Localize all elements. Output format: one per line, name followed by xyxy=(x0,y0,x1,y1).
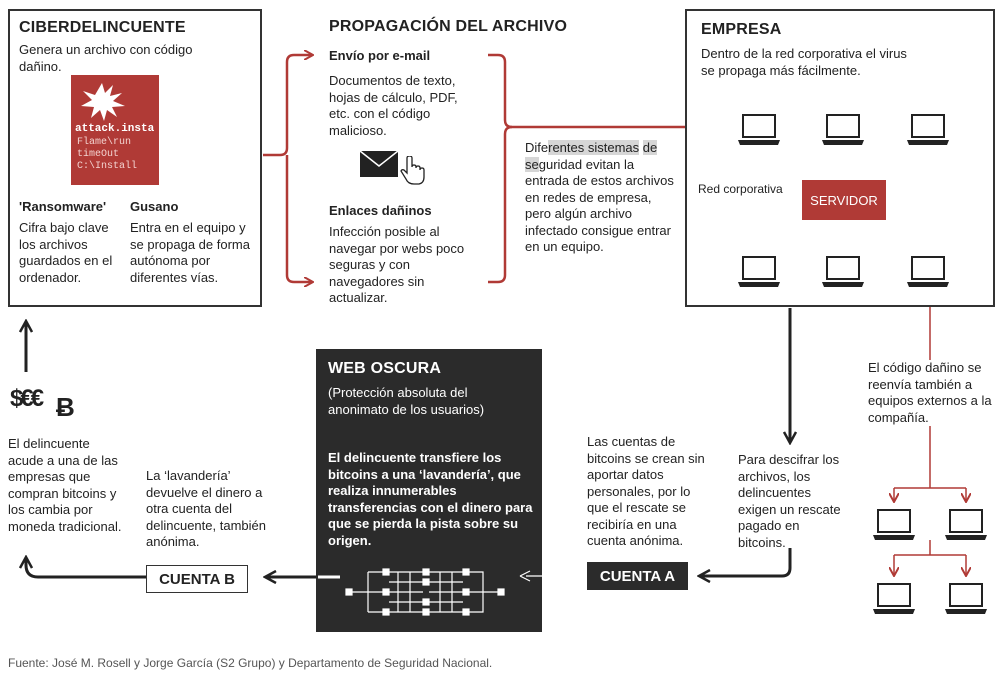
malware-line-4: C:\Install xyxy=(77,161,138,172)
laptop-icon xyxy=(907,256,949,287)
external-laptop-icon xyxy=(945,583,987,614)
malware-file-icon: attack.insta Flame\run timeOut C:\Instal… xyxy=(71,75,159,185)
lavanderia-note: La ‘lavandería’ devuelve el dinero a otr… xyxy=(146,468,266,549)
laptop-icon xyxy=(738,114,780,145)
external-laptop-icon xyxy=(873,583,915,614)
cuenta-a-badge: CUENTA A xyxy=(587,562,688,590)
laptop-icon xyxy=(822,256,864,287)
gusano-title: Gusano xyxy=(130,199,179,214)
external-note: El código dañino se reenvía también a eq… xyxy=(868,360,998,426)
cuenta-b-badge: CUENTA B xyxy=(146,565,248,593)
bitcoin-icon: Ƀ xyxy=(56,392,75,422)
laptop-icon xyxy=(907,114,949,145)
email-desc: Documentos de texto, hojas de cálculo, P… xyxy=(329,73,458,138)
laptop-icon xyxy=(822,114,864,145)
currency-icon: $€€ xyxy=(10,382,44,414)
ciberdelincuente-box: CIBERDELINCUENTE Genera un archivo con c… xyxy=(8,9,262,307)
security-text-b: guridad evitan la entrada de estos archi… xyxy=(525,156,674,255)
malware-line-1: attack.insta xyxy=(75,123,155,135)
web-oscura-title: WEB OSCURA xyxy=(328,360,442,377)
web-oscura-subtitle: (Protección absoluta del anonimato de lo… xyxy=(328,385,485,417)
exchange-note: El delincuente acude a una de las empres… xyxy=(8,436,122,534)
email-title: Envío por e-mail xyxy=(329,48,431,63)
external-laptop-icon xyxy=(945,509,987,540)
propagation-bracket-left xyxy=(263,55,312,282)
ransomware-desc: Cifra bajo clave los archivos guardados … xyxy=(19,220,113,285)
empresa-desc: Dentro de la red corporativa el virus se… xyxy=(701,46,907,78)
empresa-title: EMPRESA xyxy=(701,21,782,38)
security-text-hl-1: rentes sistemas xyxy=(548,140,640,155)
gusano-desc: Entra en el equipo y se propaga de forma… xyxy=(130,220,250,285)
external-laptop-icon xyxy=(873,509,915,540)
propagacion-title: PROPAGACIÓN DEL ARCHIVO xyxy=(329,18,568,35)
malware-line-2: Flame\run xyxy=(77,137,132,148)
dollar-euro-icon: $€€ xyxy=(10,385,44,412)
source-footer: Fuente: José M. Rosell y Jorge García (S… xyxy=(8,656,493,670)
security-note: Diferentes sistemas de seguridad evitan … xyxy=(525,140,675,256)
web-oscura-box: WEB OSCURA (Protección absoluta del anon… xyxy=(316,349,542,632)
splat-icon xyxy=(81,83,125,121)
laptop-icon xyxy=(738,256,780,287)
cuentas-note: Las cuentas de bitcoins se crean sin apo… xyxy=(587,434,705,548)
red-corporativa-label: Red corporativa xyxy=(696,182,785,196)
servidor-node: SERVIDOR xyxy=(802,180,886,220)
propagation-bracket-right xyxy=(488,53,718,284)
ciberdelincuente-title: CIBERDELINCUENTE xyxy=(19,19,186,36)
links-title: Enlaces dañinos xyxy=(329,203,432,218)
envelope-icon xyxy=(359,150,399,177)
hand-cursor-icon xyxy=(400,156,425,185)
links-desc: Infección posible al navegar por webs po… xyxy=(329,224,465,305)
ransomware-title: 'Ransomware' xyxy=(19,199,107,214)
descifrar-note: Para descifrar los archivos, los delincu… xyxy=(738,452,841,550)
security-text-a: Dife xyxy=(525,140,549,155)
malware-line-3: timeOut xyxy=(77,149,120,160)
web-oscura-desc: El delincuente transfiere los bitcoins a… xyxy=(328,450,533,548)
ciberdelincuente-desc: Genera un archivo con código dañino. xyxy=(19,42,193,74)
